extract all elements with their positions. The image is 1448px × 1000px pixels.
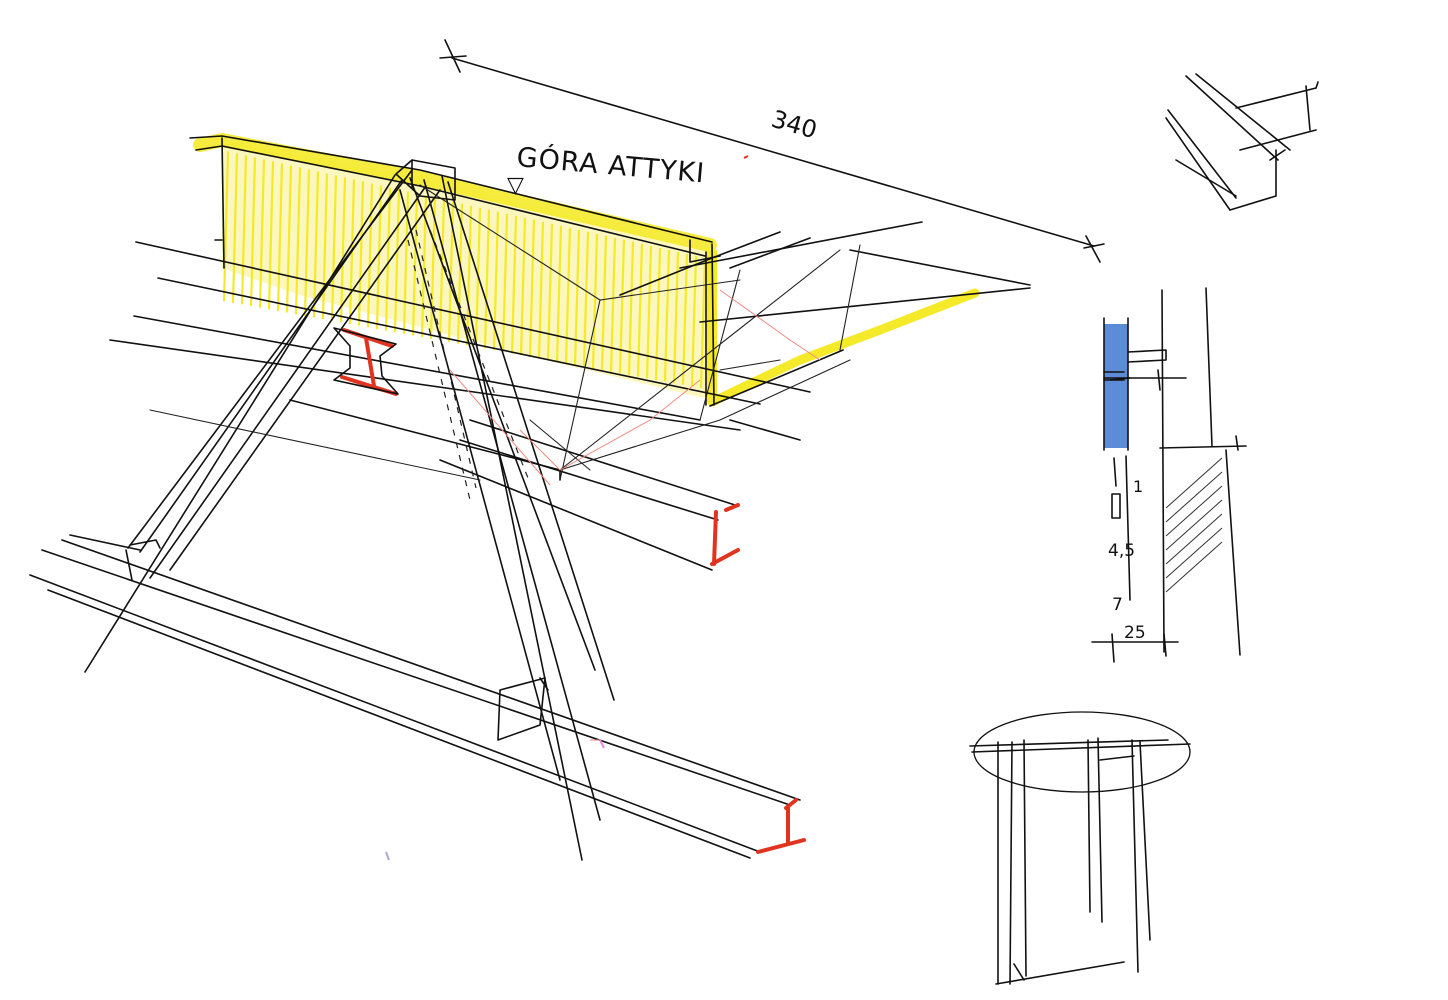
parapet-hatch-stroke: [600, 235, 608, 370]
parapet-hatch-stroke: [528, 219, 536, 357]
parapet-hatch-stroke: [330, 175, 338, 321]
parapet-hatch-stroke: [240, 155, 248, 305]
parapet-hatch-stroke: [483, 209, 491, 349]
red-construction-lines: [449, 289, 821, 741]
parapet-hatch-stroke: [537, 221, 545, 359]
section-hatch-stroke: [1165, 541, 1223, 593]
parapet-hatch-stroke: [321, 173, 329, 320]
parapet-hatch-stroke: [411, 193, 419, 336]
parapet-hatch-stroke: [429, 197, 437, 339]
parapet-hatch-stroke: [618, 239, 626, 374]
parapet-hatch-stroke: [276, 163, 284, 311]
parapet-hatch-stroke: [222, 151, 230, 302]
wall-section-detail: [1091, 287, 1247, 663]
parapet-hatch-stroke: [609, 237, 617, 372]
corner-detail-sketch: [1165, 73, 1319, 211]
parapet-hatch-stroke: [303, 169, 311, 316]
level-marker-icon: ▽: [507, 173, 524, 198]
section-hatch-stroke: [1165, 513, 1223, 565]
parapet-hatch-stroke: [384, 187, 392, 331]
section-hatch-stroke: [1165, 527, 1223, 579]
i-beam-outline: [333, 327, 399, 395]
parapet-hatch-stroke: [249, 157, 257, 307]
span-dimension-label: 340: [768, 105, 820, 145]
parapet-hatch-stroke: [357, 181, 365, 326]
parapet-outline: [189, 135, 923, 407]
parapet-hatch-stroke: [267, 161, 275, 310]
parapet-hatch-stroke: [573, 229, 581, 366]
parapet-hatch-stroke: [366, 183, 374, 328]
parapet-hatch-stroke: [294, 167, 302, 315]
parapet-hatch-stroke: [555, 225, 563, 362]
parapet-hatch-stroke: [393, 189, 401, 333]
parapet-hatch-stroke: [564, 227, 572, 364]
section-hatch-stroke: [1165, 485, 1223, 537]
parapet-hatch-stroke: [285, 165, 293, 313]
parapet-yellow: [193, 132, 980, 407]
lower-beam: [29, 534, 801, 859]
i-beam-section-lower: [756, 798, 806, 854]
parapet-top-label: GÓRA ATTYKI: [515, 141, 706, 189]
parapet-hatch-stroke: [501, 213, 509, 352]
parapet-hatch-stroke: [465, 205, 473, 346]
parapet-hatch-stroke: [627, 241, 635, 375]
section-hatch-stroke: [1165, 457, 1223, 509]
i-beam-section-mid: [710, 503, 740, 566]
section-hatch-stroke: [1165, 499, 1223, 551]
section-dim-3: 7: [1112, 595, 1123, 615]
parapet-hatch-stroke: [519, 217, 527, 356]
parapet-hatch-stroke: [582, 231, 590, 367]
column-detail-sketch: [969, 711, 1191, 985]
parapet-hatch-stroke: [456, 203, 464, 344]
hidden-lines: [407, 229, 529, 501]
parapet-hatch-stroke: [699, 257, 707, 389]
parapet-hatch-stroke: [258, 159, 266, 308]
parapet-hatch-stroke: [231, 153, 239, 303]
parapet-hatch-stroke: [546, 223, 554, 361]
parapet-hatch-stroke: [510, 215, 518, 354]
parapet-hatch-stroke: [690, 255, 698, 387]
stray-marks: [385, 155, 749, 861]
parapet-hatch-stroke: [591, 233, 599, 369]
parapet-hatch-stroke: [438, 199, 446, 341]
parapet-hatch-stroke: [312, 171, 320, 318]
construction-lines: [149, 184, 861, 481]
section-dim-2: 4,5: [1108, 541, 1135, 561]
a-frame-posts: [84, 159, 615, 861]
parapet-hatch-stroke: [339, 177, 347, 323]
section-dim-width: 25: [1124, 623, 1146, 643]
section-dim-1: 1: [1133, 477, 1143, 496]
parapet-hatch-stroke: [681, 253, 689, 385]
section-hatch-stroke: [1165, 471, 1223, 523]
span-dimension-line: [439, 39, 1105, 263]
